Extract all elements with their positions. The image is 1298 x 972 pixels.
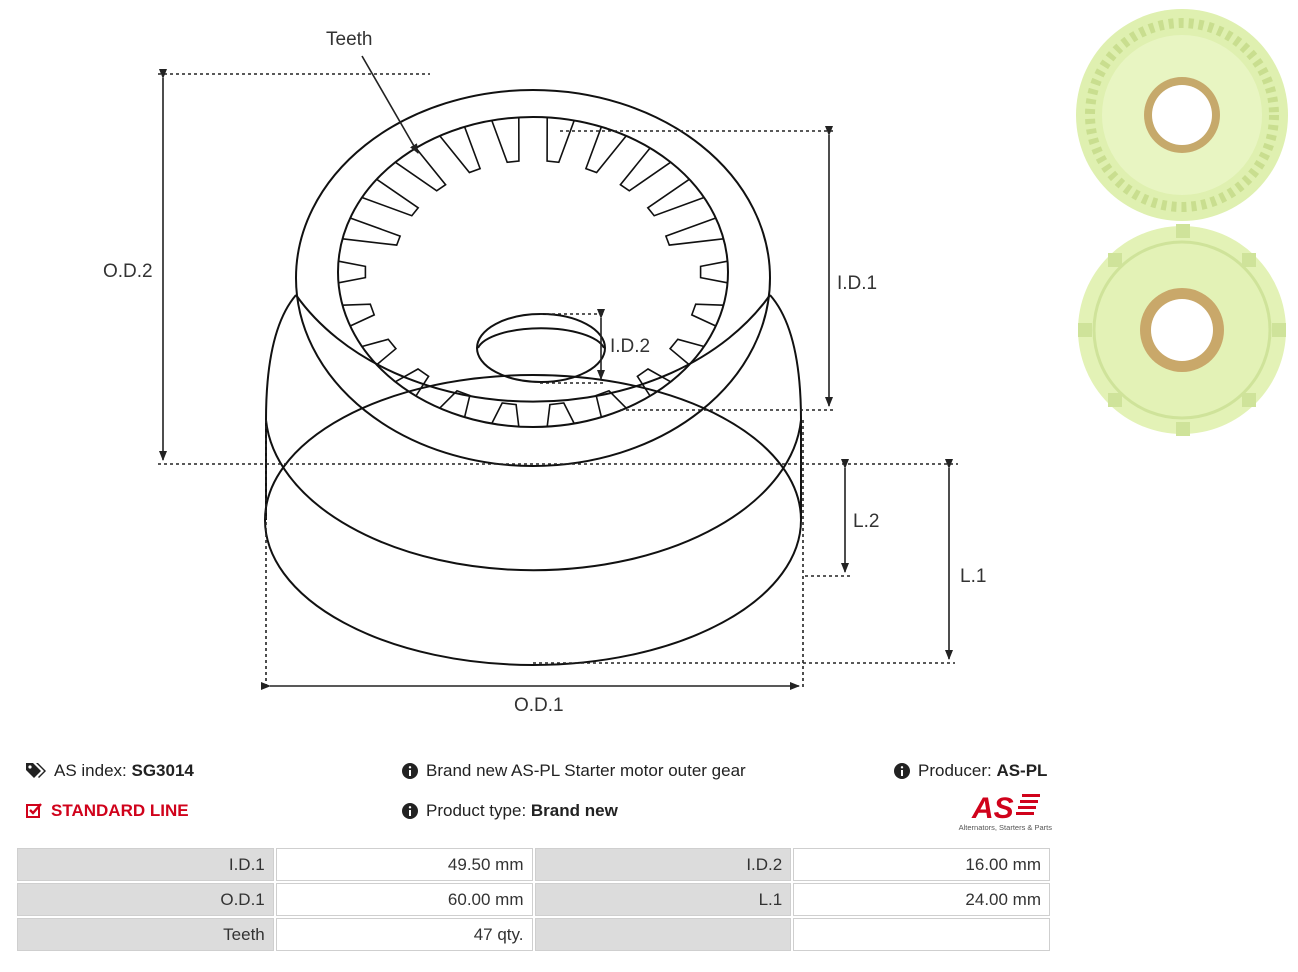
standard-line-label: STANDARD LINE: [51, 801, 189, 820]
table-row: O.D.1 60.00 mm L.1 24.00 mm: [17, 883, 1050, 916]
gear-tooth: [546, 117, 575, 164]
label-l2: L.2: [853, 511, 879, 532]
check-square-icon: [26, 803, 42, 818]
gear-tooth: [636, 368, 672, 397]
spec-value: 49.50 mm: [275, 848, 533, 881]
gear-tooth: [690, 303, 724, 327]
gear-tooth: [394, 368, 430, 397]
outer-ring: [295, 89, 771, 467]
as-index: AS index: SG3014: [26, 761, 194, 781]
gear-tooth: [619, 147, 672, 192]
product-type-value: Brand new: [530, 801, 618, 820]
producer-value: AS-PL: [996, 761, 1048, 780]
gear-tooth: [646, 178, 705, 217]
logo-mark: AS: [971, 792, 1014, 825]
table-row: Teeth 47 qty.: [17, 918, 1050, 951]
gear-tooth: [668, 338, 705, 366]
label-od1: O.D.1: [514, 695, 564, 716]
tags-icon: [26, 763, 46, 778]
gear-tooth: [491, 402, 520, 427]
gear-tooth: [546, 402, 575, 427]
gear-tooth: [439, 126, 482, 174]
body-bottom-outline: [264, 374, 802, 666]
internal-teeth: [338, 117, 728, 427]
gear-tooth: [584, 126, 627, 174]
as-pl-logo: AS Alternators, Starters & Parts: [959, 792, 1053, 832]
spec-label: I.D.1: [17, 848, 274, 881]
info-circle-icon: [894, 763, 910, 779]
spec-value: 60.00 mm: [275, 883, 533, 916]
technical-drawing: Teeth O.D.2 I.D.1 I.D.2 L.2 L.1 O.D.1: [103, 29, 986, 716]
description: Brand new AS-PL Starter motor outer gear: [402, 761, 746, 781]
label-teeth: Teeth: [326, 29, 372, 50]
description-text: Brand new AS-PL Starter motor outer gear: [426, 761, 746, 780]
standard-line: STANDARD LINE: [26, 801, 189, 821]
gear-tooth: [338, 260, 367, 284]
spec-label: O.D.1: [17, 883, 274, 916]
gear-tooth: [595, 389, 627, 418]
gear-tooth: [491, 117, 520, 164]
spec-label: I.D.2: [534, 848, 792, 881]
info-circle-icon: [402, 763, 418, 779]
gear-tooth: [342, 217, 402, 246]
label-od2: O.D.2: [103, 261, 153, 282]
label-id1: I.D.1: [837, 273, 877, 294]
producer-label: Producer:: [918, 761, 992, 780]
gear-tooth: [664, 217, 724, 246]
gear-tooth: [361, 178, 420, 217]
product-type: Product type: Brand new: [402, 801, 618, 821]
gear-tooth: [342, 303, 376, 327]
info-circle-icon: [402, 803, 418, 819]
body-lower-groove: [265, 419, 802, 572]
as-index-value: SG3014: [131, 761, 194, 780]
spec-label: Teeth: [17, 918, 274, 951]
specs-table: I.D.1 49.50 mm I.D.2 16.00 mm O.D.1 60.0…: [15, 846, 1052, 953]
spec-value: [793, 918, 1050, 951]
spec-value: 24.00 mm: [793, 883, 1050, 916]
spec-value: 47 qty.: [275, 918, 533, 951]
spec-value: 16.00 mm: [793, 848, 1050, 881]
logo-tagline: Alternators, Starters & Parts: [959, 823, 1053, 832]
center-hole: [476, 313, 606, 383]
gear-tooth: [394, 147, 447, 192]
gear-tooth: [699, 260, 728, 284]
table-row: I.D.1 49.50 mm I.D.2 16.00 mm: [17, 848, 1050, 881]
as-index-label: AS index:: [54, 761, 127, 780]
product-photos: [1076, 9, 1288, 436]
gear-photo-front: [1076, 9, 1288, 221]
body-upper-groove: [295, 294, 771, 403]
producer: Producer: AS-PL: [894, 761, 1047, 781]
product-type-label: Product type:: [426, 801, 527, 820]
spec-label: L.1: [534, 883, 792, 916]
gear-tooth: [361, 338, 398, 366]
spec-label: [534, 918, 792, 951]
gear-photo-back: [1078, 224, 1286, 436]
inner-bore: [337, 116, 729, 428]
label-id2: I.D.2: [610, 336, 650, 357]
label-l1: L.1: [960, 566, 986, 587]
gear-tooth: [439, 389, 471, 418]
